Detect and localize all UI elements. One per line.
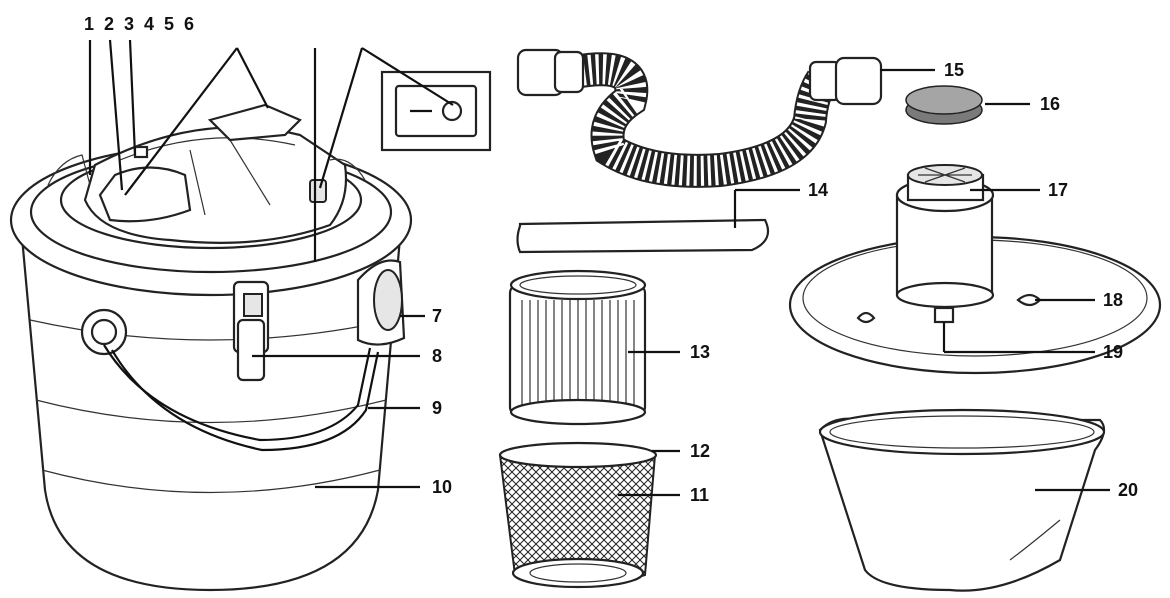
label-10: 10 [432,477,452,497]
label-13: 13 [690,342,710,362]
label-14: 14 [808,180,828,200]
label-5: 5 [164,14,174,34]
side-knob [80,308,128,356]
power-switch-inset: I [380,70,492,152]
label-17: 17 [1048,180,1068,200]
suction-inlet [356,259,406,346]
filter-cap [905,85,983,125]
top-clip-right [329,158,366,181]
mesh-basket [498,441,658,589]
label-4: 4 [144,14,154,34]
label-1: 1 [84,14,94,34]
label-6: 6 [184,14,194,34]
label-16: 16 [1040,94,1060,114]
label-12: 12 [690,441,710,461]
pleated-filter [508,269,647,426]
leader-lines [88,39,1110,497]
label-9: 9 [432,398,442,418]
label-7: 7 [432,306,442,326]
latch-clip [232,280,270,382]
filter-plate [788,164,1162,375]
hose [516,48,883,188]
top-clip-left [47,154,91,186]
collection-bag [818,408,1106,592]
crevice-nozzle [516,218,770,254]
motor-head [83,103,348,244]
label-8: 8 [432,346,442,366]
label-20: 20 [1118,480,1138,500]
label-2: 2 [104,14,114,34]
label-15: 15 [944,60,964,80]
label-11: 11 [690,485,709,505]
label-18: 18 [1103,290,1123,310]
label-19: 19 [1103,342,1123,362]
label-3: 3 [124,14,134,34]
part-labels: 1 2 3 4 5 6 7 8 9 10 11 12 13 14 15 16 1… [84,14,1138,505]
